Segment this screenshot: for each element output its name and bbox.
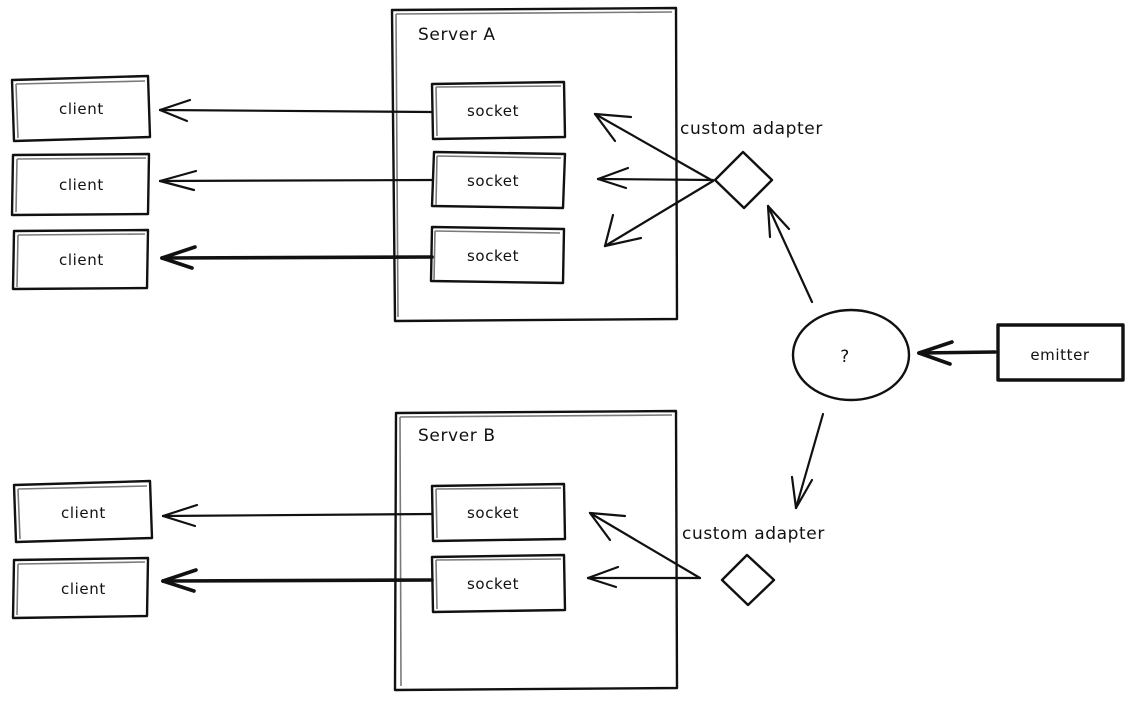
arrow-socket-b1-to-client-b1 <box>161 503 434 528</box>
arrow-broker-to-adapter-a <box>766 204 814 304</box>
arrow-socket-a2-to-client-a2 <box>158 169 434 192</box>
emitter-label: emitter <box>1030 346 1090 364</box>
client-box-a3-label: client <box>59 251 104 269</box>
server-b-box[interactable] <box>393 409 679 692</box>
server-a-socket-2-label: socket <box>467 172 519 190</box>
server-b-socket-2[interactable] <box>430 553 567 614</box>
server-b-socket-1-label: socket <box>467 504 519 522</box>
custom-adapter-a-label: custom adapter <box>680 119 823 139</box>
arrow-socket-a1-to-client-a1 <box>158 98 434 123</box>
client-box-a1[interactable] <box>10 74 152 143</box>
arrow-adapter-a-to-socket-a2 <box>596 166 715 190</box>
custom-adapter-b-label: custom adapter <box>682 524 825 544</box>
client-box-a1-label: client <box>59 100 104 118</box>
server-b-socket-2-label: socket <box>467 575 519 593</box>
broker-label: ? <box>840 347 850 367</box>
arrow-socket-a3-to-client-a3 <box>160 245 434 270</box>
arrow-adapter-b-to-socket-b2 <box>586 565 702 589</box>
custom-adapter-a-diamond[interactable] <box>713 150 774 210</box>
client-box-a2-label: client <box>59 176 104 194</box>
server-a-box[interactable] <box>390 6 679 323</box>
client-box-b1-label: client <box>61 504 106 522</box>
client-box-a3[interactable] <box>11 228 150 291</box>
server-a-socket-2[interactable] <box>430 150 567 210</box>
server-b-socket-1[interactable] <box>430 482 567 543</box>
emitter-box[interactable] <box>996 323 1125 382</box>
client-box-a2[interactable] <box>10 152 151 217</box>
client-box-b2[interactable] <box>11 556 150 620</box>
server-a-socket-3[interactable] <box>429 225 566 285</box>
server-a-socket-1-label: socket <box>467 102 519 120</box>
arrow-broker-to-adapter-b <box>790 412 825 510</box>
arrow-emitter-to-broker <box>917 340 997 366</box>
broker-circle[interactable] <box>791 308 911 402</box>
arrow-adapter-a-to-socket-a3 <box>603 179 715 248</box>
client-box-b2-label: client <box>61 580 106 598</box>
server-a-socket-1[interactable] <box>430 80 567 141</box>
client-box-b1[interactable] <box>12 479 154 544</box>
server-a-label: Server A <box>418 25 496 45</box>
server-b-label: Server B <box>418 426 496 446</box>
arrow-adapter-b-to-socket-b1 <box>588 511 702 580</box>
arrow-adapter-a-to-socket-a1 <box>593 112 715 183</box>
custom-adapter-b-diamond[interactable] <box>720 553 776 607</box>
server-a-socket-3-label: socket <box>467 247 519 265</box>
arrow-socket-b2-to-client-b2 <box>161 568 434 593</box>
